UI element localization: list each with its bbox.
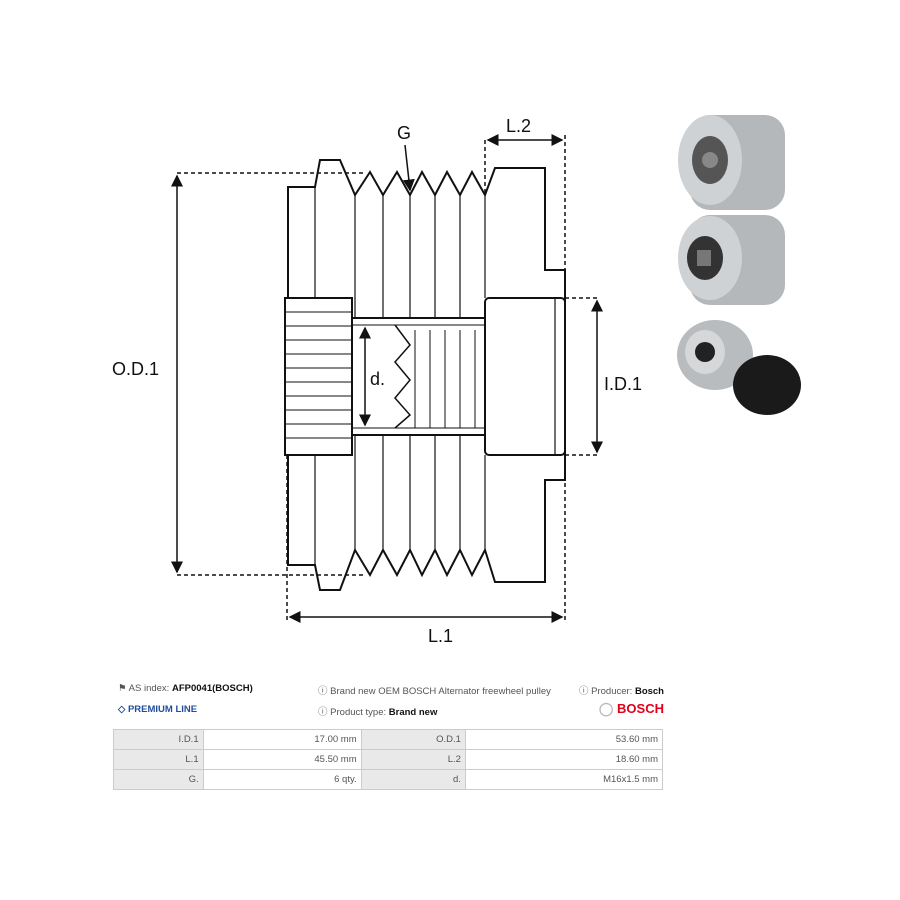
label-od1: O.D.1 <box>112 359 159 379</box>
product-type: ⓘ Product type: Brand new <box>318 704 437 718</box>
groove-lines <box>314 187 486 565</box>
spec-label: L.2 <box>360 749 466 770</box>
spec-value: 17.00 mm <box>202 729 362 750</box>
extension-lines <box>177 135 600 620</box>
premium-line-label: PREMIUM LINE <box>127 704 198 715</box>
info-icon: ⓘ <box>318 707 328 718</box>
label-d: d. <box>370 369 385 389</box>
premium-line-badge: ◇ PREMIUM LINE <box>118 704 197 715</box>
description: ⓘ Brand new OEM BOSCH Alternator freewhe… <box>318 683 551 697</box>
label-l1: L.1 <box>428 626 453 646</box>
producer: ⓘ Producer: Bosch <box>579 683 664 697</box>
product-type-label: Product type: <box>330 707 387 718</box>
as-index-value: AFP0041(BOSCH) <box>171 683 253 694</box>
label-id1: I.D.1 <box>604 374 642 394</box>
bore <box>351 317 486 436</box>
table-row: G.6 qty. d.M16x1.5 mm <box>113 769 664 790</box>
spec-label: d. <box>360 769 466 790</box>
info-icon: ⓘ <box>578 686 589 697</box>
description-text: Brand new OEM BOSCH Alternator freewheel… <box>330 686 551 697</box>
spline-lines <box>285 311 352 439</box>
dimension-arrows <box>171 134 603 623</box>
label-g: G <box>397 123 411 143</box>
info-icon: ⓘ <box>318 686 328 697</box>
label-l2: L.2 <box>506 116 531 136</box>
spec-value: 53.60 mm <box>464 729 664 750</box>
product-type-value: Brand new <box>388 707 438 718</box>
spec-label: L.1 <box>113 749 204 770</box>
spline-hub <box>284 297 353 456</box>
spec-label: I.D.1 <box>113 729 204 750</box>
producer-value: Bosch <box>634 686 664 697</box>
thread-profile <box>394 324 412 429</box>
as-index-label: AS index: <box>128 683 170 694</box>
diamond-icon: ◇ <box>118 704 126 715</box>
spec-value: M16x1.5 mm <box>464 769 664 790</box>
spec-label: O.D.1 <box>360 729 466 750</box>
spec-value: 45.50 mm <box>202 749 362 770</box>
tag-icon: ⚑ <box>118 683 127 694</box>
spec-value: 6 qty. <box>202 769 362 790</box>
bosch-emblem-icon: ◯ <box>598 701 614 716</box>
technical-drawing: G L.2 O.D.1 I.D.1 d. L.1 <box>112 115 801 646</box>
producer-label: Producer: <box>591 686 633 697</box>
bosch-logo-text: BOSCH <box>617 701 664 716</box>
bosch-logo: ◯ BOSCH <box>599 701 664 717</box>
product-photos <box>677 115 801 415</box>
hub-right <box>484 297 566 456</box>
as-index: ⚑ AS index: AFP0041(BOSCH) <box>118 683 253 694</box>
spec-label: G. <box>113 769 204 790</box>
thread-lines <box>414 330 476 428</box>
spec-value: 18.60 mm <box>464 749 664 770</box>
